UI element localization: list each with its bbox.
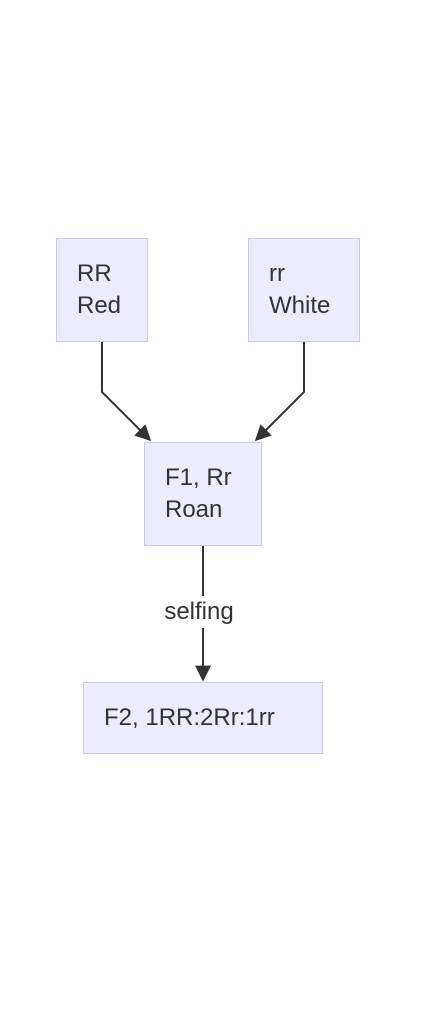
node-f2-ratio: F2, 1RR:2Rr:1rr	[104, 704, 275, 731]
edge-white-to-f1	[254, 342, 305, 442]
edge-label-selfing: selfing	[149, 596, 249, 628]
node-parent-red: RR Red	[56, 238, 148, 342]
node-f2: F2, 1RR:2Rr:1rr	[83, 682, 323, 754]
node-parent-red-genotype: RR	[77, 260, 112, 287]
node-parent-white-phenotype: White	[269, 292, 331, 319]
node-parent-white: rr White	[248, 238, 360, 342]
node-f1-genotype: F1, Rr	[165, 464, 232, 491]
edge-red-to-f1	[101, 342, 152, 442]
node-f1-phenotype: Roan	[165, 496, 223, 523]
node-parent-white-genotype: rr	[269, 260, 285, 287]
node-parent-red-phenotype: Red	[77, 292, 122, 319]
node-f1: F1, Rr Roan	[144, 442, 262, 546]
